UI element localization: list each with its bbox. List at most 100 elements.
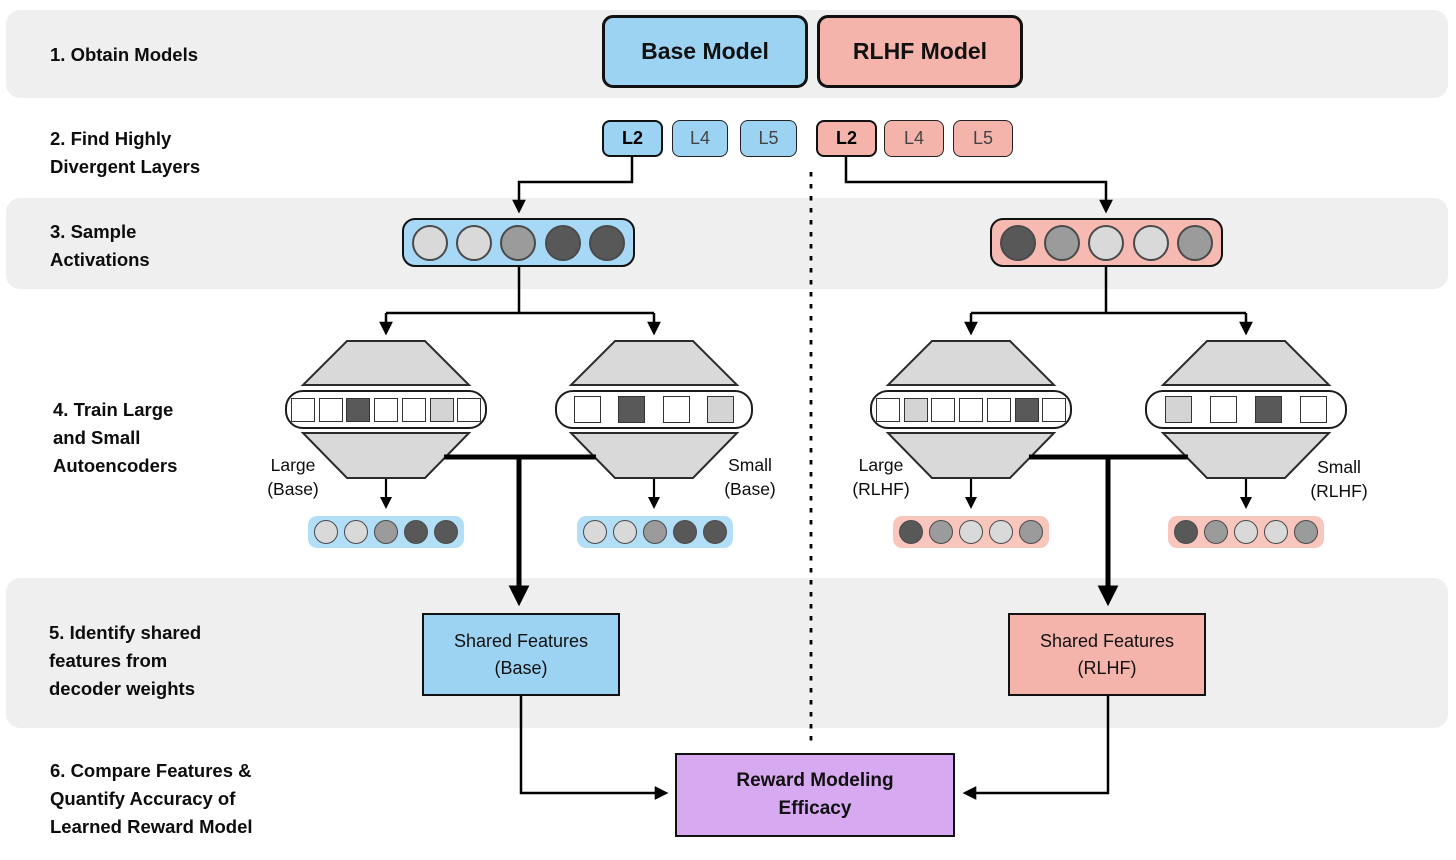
encoder-top-large-rlhf	[885, 340, 1057, 386]
activation-dot-medium	[1019, 520, 1043, 544]
latent-square-dark	[1014, 397, 1039, 422]
activation-dot-light	[456, 224, 493, 261]
activation-dot-dark	[673, 520, 697, 544]
output-strip-small-base	[577, 516, 733, 548]
step-label-1: 1. Obtain Models	[50, 44, 199, 65]
activation-dot-medium	[500, 224, 537, 261]
activation-dot-light	[1088, 224, 1125, 261]
encoder-top-small-base	[568, 340, 740, 386]
activation-strip-rlhf	[990, 218, 1223, 267]
activation-dot-light	[613, 520, 637, 544]
activation-dot-dark	[544, 224, 581, 261]
latent-square-white	[875, 397, 900, 422]
label-small-rlhf: Small (RLHF)	[1310, 457, 1368, 501]
label-large-rlhf: Large (RLHF)	[852, 455, 910, 499]
latent-square-light	[903, 397, 928, 422]
connector-rlhf-l2-to-activations	[844, 157, 1113, 214]
activation-dot-dark	[588, 224, 625, 261]
latent-pill-large-rlhf	[870, 390, 1072, 429]
latent-square-dark	[618, 396, 646, 423]
activation-dot-dark	[404, 520, 428, 544]
activation-dot-light	[959, 520, 983, 544]
connector-rlhf-branch	[971, 267, 1246, 315]
reward-modeling-efficacy-box: Reward Modeling Efficacy	[675, 753, 955, 837]
latent-pill-small-base	[555, 390, 753, 429]
latent-pill-large-base	[285, 390, 487, 429]
activation-dot-light	[344, 520, 368, 544]
activation-dot-dark	[1000, 224, 1037, 261]
encoder-top-large-base	[300, 340, 472, 386]
shared-features-rlhf-box: Shared Features (RLHF)	[1008, 613, 1206, 696]
activation-dot-light	[583, 520, 607, 544]
activation-dot-light	[1264, 520, 1288, 544]
latent-square-white	[931, 397, 956, 422]
output-strip-large-rlhf	[893, 516, 1049, 548]
activation-dot-medium	[929, 520, 953, 544]
connector-base-branch	[386, 267, 654, 315]
latent-square-light	[706, 396, 734, 423]
output-strip-small-rlhf	[1168, 516, 1324, 548]
output-strip-large-base	[308, 516, 464, 548]
decoder-bottom-small-base	[568, 432, 740, 479]
activation-strip-base	[402, 218, 635, 267]
activation-dot-medium	[1176, 224, 1213, 261]
activation-dot-dark	[899, 520, 923, 544]
latent-square-white	[290, 397, 315, 422]
label-large-base: Large (Base)	[267, 455, 319, 499]
step-label-4: 4. Train Large and Small Autoencoders	[53, 399, 178, 476]
latent-square-white	[1300, 396, 1327, 423]
base-model-label: Base Model	[641, 38, 769, 64]
base-model-box: Base Model	[602, 15, 808, 88]
activation-dot-medium	[1044, 224, 1081, 261]
step-label-3: 3. Sample Activations	[50, 221, 150, 270]
latent-square-white	[374, 397, 398, 422]
activation-dot-medium	[374, 520, 398, 544]
step-band-5	[6, 578, 1448, 728]
connector-base-to-reward	[519, 696, 669, 800]
latent-square-white	[318, 397, 343, 422]
layer-chip-rlhf-l2: L2	[816, 120, 877, 157]
latent-square-white	[986, 397, 1011, 422]
latent-square-light	[429, 397, 454, 422]
decoder-bottom-small-rlhf	[1160, 432, 1332, 479]
latent-square-white	[1210, 396, 1237, 423]
encoder-top-small-rlhf	[1160, 340, 1332, 386]
activation-dot-light	[314, 520, 338, 544]
latent-square-white	[401, 397, 426, 422]
activation-dot-dark	[434, 520, 458, 544]
activation-dot-medium	[1204, 520, 1228, 544]
latent-square-white	[1042, 397, 1067, 422]
layer-chip-base-l5: L5	[740, 120, 797, 157]
latent-square-dark	[346, 397, 371, 422]
latent-square-dark	[1255, 396, 1282, 423]
shared-features-base-box: Shared Features (Base)	[422, 613, 620, 696]
rlhf-model-box: RLHF Model	[817, 15, 1023, 88]
activation-dot-dark	[703, 520, 727, 544]
layer-chip-base-l4: L4	[672, 120, 728, 157]
connector-rlhf-to-reward	[962, 696, 1110, 800]
latent-square-white	[574, 396, 602, 423]
activation-dot-dark	[1174, 520, 1198, 544]
latent-square-white	[662, 396, 690, 423]
layer-chip-rlhf-l5: L5	[953, 120, 1013, 157]
latent-square-white	[457, 397, 482, 422]
activation-dot-medium	[1294, 520, 1318, 544]
layer-chip-rlhf-l4: L4	[884, 120, 944, 157]
step-label-5: 5. Identify shared features from decoder…	[49, 622, 202, 699]
connector-base-l2-to-activations	[512, 157, 634, 214]
latent-square-white	[959, 397, 983, 422]
activation-dot-light	[1234, 520, 1258, 544]
step-label-6: 6. Compare Features & Quantify Accuracy …	[50, 760, 253, 837]
activation-dot-medium	[643, 520, 667, 544]
latent-pill-small-rlhf	[1145, 390, 1347, 429]
activation-dot-light	[989, 520, 1013, 544]
decoder-bottom-large-base	[300, 432, 472, 479]
latent-square-light	[1165, 396, 1192, 423]
step-label-2: 2. Find Highly Divergent Layers	[50, 128, 201, 177]
rlhf-model-label: RLHF Model	[852, 38, 988, 64]
label-small-base: Small (Base)	[724, 455, 776, 499]
activation-dot-light	[1132, 224, 1169, 261]
layer-chip-base-l2: L2	[602, 120, 663, 157]
